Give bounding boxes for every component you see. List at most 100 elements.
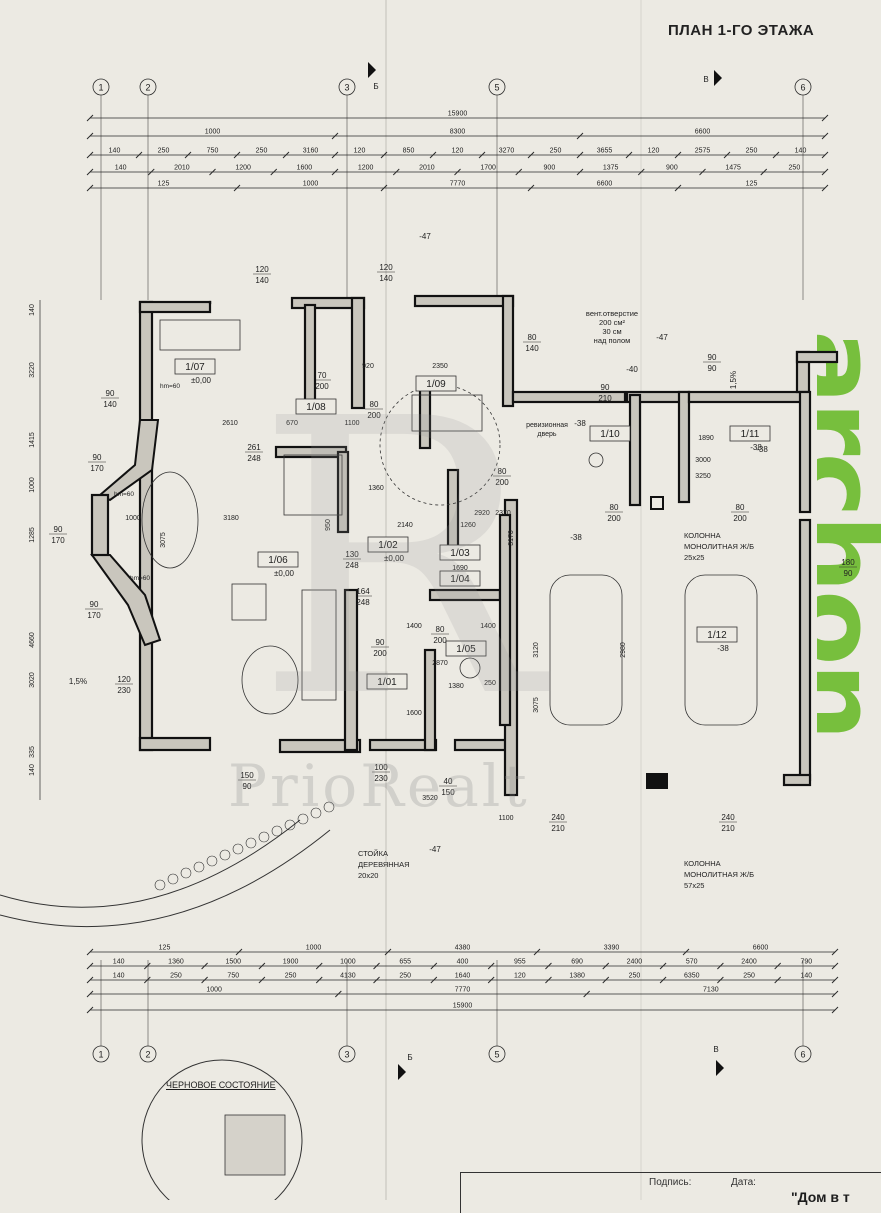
dimension-label: 750 (207, 148, 219, 155)
dimension-label: 6600 (597, 181, 613, 188)
dimension-label: 3220 (29, 362, 36, 378)
dimension-label: 1200 (235, 165, 251, 172)
opening-size: 210 (551, 824, 565, 833)
dimension-label: 570 (686, 959, 698, 966)
dimension-label: 140 (801, 973, 813, 980)
dimension-label: 15900 (448, 111, 468, 118)
axis-label-bottom: 2 (145, 1050, 150, 1060)
opening-size: 170 (90, 464, 104, 473)
dimension-label: 120 (354, 148, 366, 155)
section-mark: В (703, 75, 708, 84)
vent-note: 200 см² (599, 318, 626, 327)
planting (246, 838, 256, 848)
planting (272, 826, 282, 836)
wall (800, 520, 810, 780)
section-mark: В (713, 1045, 718, 1054)
rough-state-label: ЧЕРНОВОЕ СОСТОЯНИЕ (166, 1080, 276, 1090)
dimension-label: 2400 (627, 959, 643, 966)
dimension-label: 1900 (283, 959, 299, 966)
level-mark: -38 (756, 445, 768, 454)
sink (589, 453, 603, 467)
dimension-label: 4660 (29, 632, 36, 648)
slope-mark: 1,5% (69, 677, 87, 686)
dimension-label: 2010 (174, 165, 190, 172)
vent-note: 30 см (602, 327, 621, 336)
opening-size: 90 (844, 569, 853, 578)
column-note: МОНОЛИТНАЯ Ж/Б (684, 542, 754, 551)
dimension-label: 6600 (695, 129, 711, 136)
planting (194, 862, 204, 872)
wall (679, 392, 689, 502)
signature-label: Подпись: (649, 1177, 691, 1188)
dimension-label: 140 (795, 148, 807, 155)
planting (155, 880, 165, 890)
wall (784, 775, 810, 785)
post-note: 20х20 (358, 871, 378, 880)
dimension-label: 250 (743, 973, 755, 980)
sill-height: hm=60 (114, 491, 134, 498)
opening-size: 170 (87, 611, 101, 620)
opening-size: 90 (708, 353, 717, 362)
dimension-label: 250 (285, 973, 297, 980)
sill-height: hm=60 (130, 575, 150, 582)
terrace-edge (0, 820, 300, 907)
watermark-mark: R (255, 370, 541, 750)
wall (797, 352, 837, 362)
level-mark: -47 (429, 845, 441, 854)
planting (233, 844, 243, 854)
dimension-label: 8300 (450, 129, 466, 136)
dimension-label: 690 (571, 959, 583, 966)
dimension-label: 140 (109, 148, 121, 155)
wall (415, 296, 513, 306)
opening-size: 90 (708, 364, 717, 373)
dimension-label: 140 (115, 165, 127, 172)
room-number: 1/07 (185, 362, 205, 373)
dimension-label: 790 (801, 959, 813, 966)
dimension-label: 125 (159, 945, 171, 952)
dimension-label: 1360 (168, 959, 184, 966)
dimension-label: 850 (403, 148, 415, 155)
section-mark: Б (407, 1053, 412, 1062)
axis-label-bottom: 3 (344, 1050, 349, 1060)
dimension-label: 120 (514, 973, 526, 980)
dimension-label: 2010 (419, 165, 435, 172)
title-block: Подпись: Дата: "Дом в т (460, 1172, 881, 1213)
dimension-label: 1000 (340, 959, 356, 966)
opening-size: 120 (379, 263, 393, 272)
column (651, 497, 663, 509)
opening-size: 140 (255, 276, 269, 285)
wall (140, 302, 210, 312)
dimension-label: 1200 (358, 165, 374, 172)
dimension-label: 1000 (205, 129, 221, 136)
column-note: КОЛОННА (684, 531, 721, 540)
dimension-label: 125 (746, 181, 758, 188)
dimension-label: 335 (29, 746, 36, 758)
opening-size: 170 (51, 536, 65, 545)
opening-size: 240 (551, 813, 565, 822)
dimension-label: 3655 (597, 148, 613, 155)
dimension-label: 6600 (753, 945, 769, 952)
column-note: МОНОЛИТНАЯ Ж/Б (684, 870, 754, 879)
planting (207, 856, 217, 866)
dimension-label: 1000 (303, 181, 319, 188)
column-note: 25х25 (684, 553, 704, 562)
dimension-label: 955 (514, 959, 526, 966)
planting (259, 832, 269, 842)
detail-wall-section (225, 1115, 285, 1175)
dimension-label: 7130 (703, 987, 719, 994)
dimension-label: 1640 (455, 973, 471, 980)
sill-height: hm=60 (160, 383, 180, 390)
dimension-label: 6350 (684, 973, 700, 980)
opening-size: 200 (733, 514, 747, 523)
axis-label-top: 3 (344, 83, 349, 93)
level-mark: -47 (419, 232, 431, 241)
dimension-label: 900 (666, 165, 678, 172)
axis-label-top: 1 (98, 83, 103, 93)
dimension-label: 1600 (297, 165, 313, 172)
kitchen-counter (160, 320, 240, 350)
interior-dimension: 1000 (125, 515, 141, 522)
axis-label-top: 2 (145, 83, 150, 93)
interior-dimension: 3000 (695, 457, 711, 464)
interior-dimension: 2980 (620, 642, 627, 658)
